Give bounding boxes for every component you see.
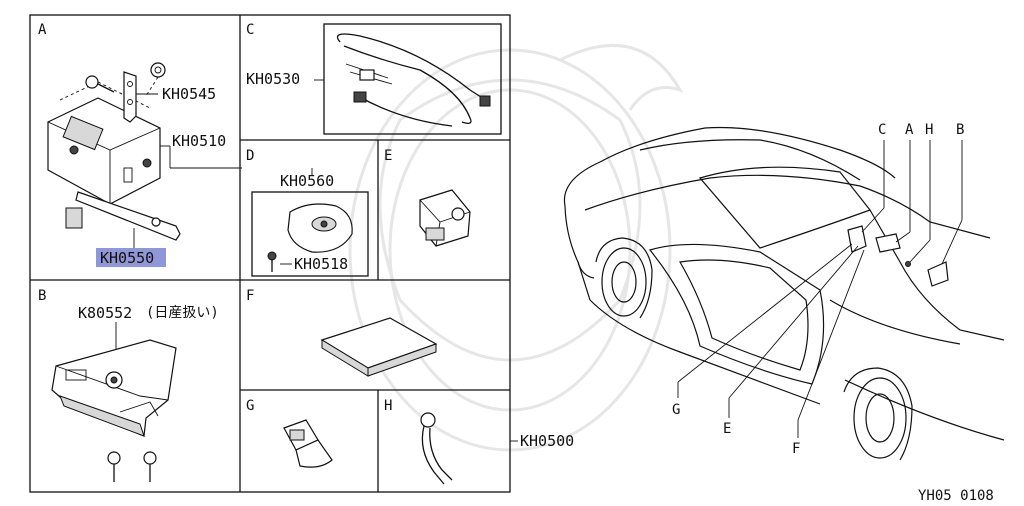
callout-e: E: [723, 421, 731, 437]
panel-b-letter: B: [38, 288, 46, 304]
diagram-id: YH05 0108: [918, 488, 994, 504]
cable-tie-drawing: [420, 412, 453, 485]
watermark-emblem: [348, 44, 684, 452]
clip-drawing: [419, 189, 471, 247]
cable-clamp-drawing: [283, 419, 333, 468]
part-note-k80552: (日産扱い): [146, 305, 219, 321]
callout-a: A: [905, 122, 914, 138]
part-code-kh0530: KH0530: [246, 70, 300, 88]
callout-g: G: [672, 402, 680, 418]
control-unit-drawing: [51, 339, 177, 437]
antenna-module-drawing: [47, 81, 161, 205]
wire-harness-drawing: [336, 33, 491, 127]
part-code-kh0545: KH0545: [162, 85, 216, 103]
callout-h: H: [925, 122, 933, 138]
bracket-and-bolts-drawing: [85, 62, 166, 123]
panel-e: E: [384, 148, 471, 247]
parts-grid: [29, 14, 511, 493]
callout-f: F: [792, 441, 800, 457]
panel-d-letter: D: [246, 148, 254, 164]
panel-g-letter: G: [246, 398, 254, 414]
remote-key-drawing: [287, 203, 353, 253]
panel-f-letter: F: [246, 288, 254, 304]
panel-e-letter: E: [384, 148, 392, 164]
part-code-kh0550: KH0550: [100, 249, 154, 267]
part-code-kh0510: KH0510: [172, 132, 226, 150]
panel-f: F: [246, 288, 438, 377]
antenna-element-drawing: [65, 191, 181, 241]
part-code-kh0560: KH0560: [280, 172, 334, 190]
panel-h-letter: H: [384, 398, 392, 414]
screw-pair-drawing: [107, 451, 157, 482]
part-code-kh0500: KH0500: [520, 432, 574, 450]
panel-g: G: [246, 398, 333, 468]
car-illustration: [563, 126, 1005, 461]
part-code-k80552: K80552: [78, 304, 132, 322]
panel-h: H: [384, 398, 453, 485]
highlight-box: [96, 248, 166, 267]
screw-drawing: [267, 251, 277, 272]
pad-drawing: [320, 317, 438, 377]
panel-c: C KH0530: [246, 22, 502, 135]
panel-d: D KH0560 KH0518: [246, 148, 369, 277]
panel-a: A KH0545: [38, 22, 242, 267]
panel-c-letter: C: [246, 22, 254, 38]
panel-b: B K80552 (日産扱い): [38, 288, 219, 482]
callout-c: C: [878, 122, 886, 138]
panel-a-letter: A: [38, 22, 47, 38]
part-code-kh0518: KH0518: [294, 255, 348, 273]
callout-b: B: [956, 122, 964, 138]
car-callouts: C A H B G E F: [672, 122, 964, 457]
